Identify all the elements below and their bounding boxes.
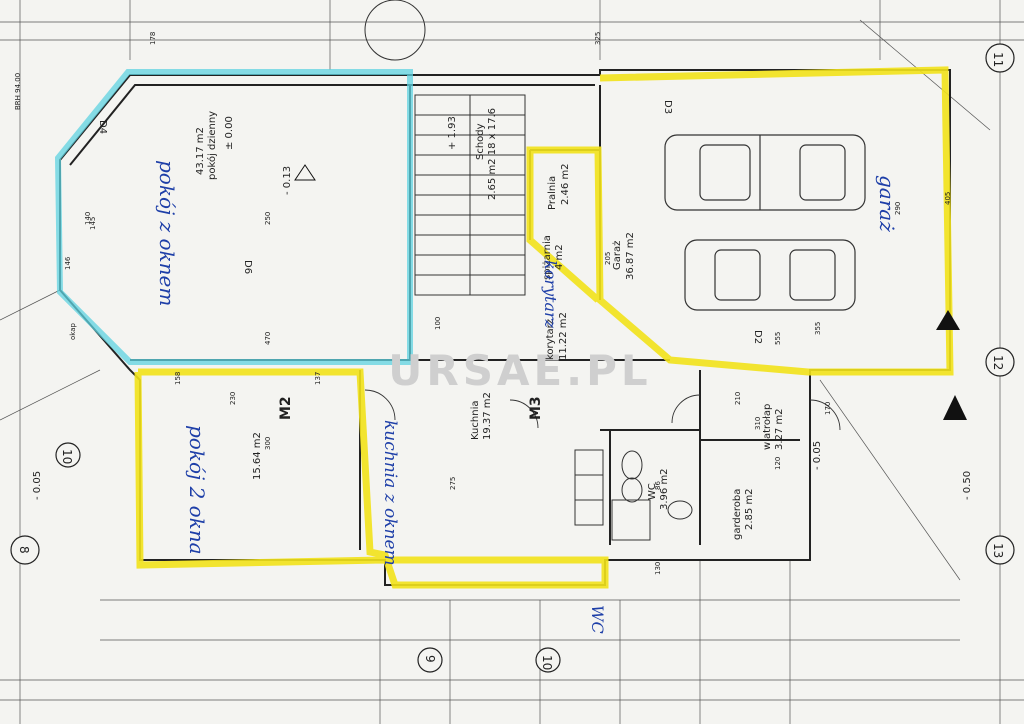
pralnia-area: 2.46 m2 <box>560 163 571 205</box>
bathroom-fixtures <box>574 449 693 541</box>
dimension-label: 230 <box>229 392 237 405</box>
axis-bubble <box>985 535 1015 565</box>
garage-room-area: 36.87 m2 <box>625 232 636 280</box>
dimension-label: 325 <box>594 32 602 45</box>
dimension-label: 145 <box>89 217 97 230</box>
garage-room-name: Garaż <box>612 241 623 270</box>
staircase <box>364 0 526 296</box>
living-room-code: D6 <box>242 260 253 274</box>
spizarnia-area: 4 m2 <box>554 244 565 270</box>
dimension-label: 290 <box>894 202 902 215</box>
kitchen-code: M3 <box>528 396 544 420</box>
axis-label-bottom-left: 8 <box>17 546 31 554</box>
highlight-garage <box>526 66 954 376</box>
living-room-level2: - 0.13 <box>282 166 293 195</box>
garage-door-code: D3 <box>662 100 673 114</box>
outside-level-left: - 0.05 <box>32 471 43 500</box>
dimension-label: 86 <box>654 481 662 490</box>
axis-label-bottom-mid2: 10 <box>540 655 554 670</box>
handwritten-garage: garaż <box>875 175 899 232</box>
axis-bubble <box>55 442 81 468</box>
axis-bubble <box>985 347 1015 377</box>
wiatrolap-area: 3.27 m2 <box>774 408 785 450</box>
living-room-level: ± 0.00 <box>224 116 235 150</box>
dimension-label: 178 <box>149 32 157 45</box>
bay-code: D4 <box>97 120 108 134</box>
okap-note: okap <box>69 322 77 340</box>
axis-bubble <box>985 43 1015 73</box>
axis-markers <box>10 43 1015 673</box>
stairs-name: Schody <box>475 123 486 160</box>
handwritten-corridor: korytarz <box>541 260 560 329</box>
doors <box>364 389 841 431</box>
garderoba-name: garderoba <box>732 489 743 540</box>
living-room-name: pokój dzienny <box>206 111 218 180</box>
dimension-label: 140 <box>84 212 92 225</box>
handwritten-m2: pokój 2 okna <box>185 425 209 555</box>
kitchen-name: Kuchnia <box>470 401 481 440</box>
section-arrows <box>294 164 967 420</box>
living-room-area: 43.17 m2 <box>195 127 206 175</box>
dimension-label: 555 <box>774 332 782 345</box>
dimension-label: 250 <box>264 212 272 225</box>
stairs-level: + 1.93 <box>447 116 458 150</box>
axis-label-top-left: 11 <box>991 52 1005 67</box>
wiatrolap-name: wiatrołap <box>762 404 773 450</box>
car-icon <box>684 239 856 311</box>
kitchen-area: 19.37 m2 <box>482 392 493 440</box>
axis-label-top-right: 12 <box>991 355 1005 370</box>
m2-area: 15.64 m2 <box>252 432 263 480</box>
corridor-name: korytarz <box>545 319 556 360</box>
m2-code: M2 <box>278 396 294 420</box>
dimension-label: 205 <box>604 252 612 265</box>
axis-bubble <box>10 535 40 565</box>
spizarnia-name: spiżarnia <box>542 235 553 280</box>
dimension-label: 470 <box>264 332 272 345</box>
axis-bubble <box>535 647 561 673</box>
dimension-label: 170 <box>824 402 832 415</box>
handwritten-kitchen: kuchnia z oknem <box>380 420 400 566</box>
entry-level: - 0.05 <box>812 441 823 470</box>
brh-note: BRH 94.00 <box>14 73 22 110</box>
pralnia-name: Pralnia <box>547 176 558 210</box>
dimension-label: 300 <box>264 437 272 450</box>
axis-label-left-mid: 10 <box>60 449 74 464</box>
dimension-label: 355 <box>814 322 822 335</box>
highlight-living-area <box>54 69 413 365</box>
axis-bubble <box>417 647 443 673</box>
dimension-label: 120 <box>774 457 782 470</box>
garage-door-code2: D2 <box>752 330 763 344</box>
garderoba-area: 2.85 m2 <box>744 488 755 530</box>
dimension-label: 146 <box>64 256 72 270</box>
axis-label-bottom-mid1: 9 <box>423 655 437 663</box>
wc-area: 3.96 m2 <box>659 468 670 510</box>
dimension-label: 210 <box>734 392 742 405</box>
corridor-area: 11.22 m2 <box>558 312 569 360</box>
watermark-text: URSAE.PL <box>388 346 651 395</box>
dimension-label: 137 <box>314 372 322 385</box>
dimension-label: 405 <box>944 192 952 205</box>
outside-level: - 0.50 <box>962 471 973 500</box>
dimension-label: 310 <box>754 417 762 430</box>
axis-label-right: 13 <box>991 543 1005 558</box>
dimension-label: 275 <box>449 477 457 490</box>
dimension-label: 158 <box>174 372 182 385</box>
wc-name: WC <box>647 483 658 500</box>
handwritten-wc: WC <box>588 605 607 634</box>
dimension-labels: 205 140 470 355 290 100 230 210 170 120 310 555 145 8… <box>64 32 952 575</box>
dimension-label: 130 <box>654 562 662 575</box>
car-icon <box>664 134 866 211</box>
dimension-label: 100 <box>434 317 442 330</box>
highlight-bedrooms <box>134 368 609 589</box>
stairs-note: 2.65 m2 18 x 17.6 <box>487 108 498 200</box>
handwritten-living: pokój z oknem <box>155 160 179 306</box>
